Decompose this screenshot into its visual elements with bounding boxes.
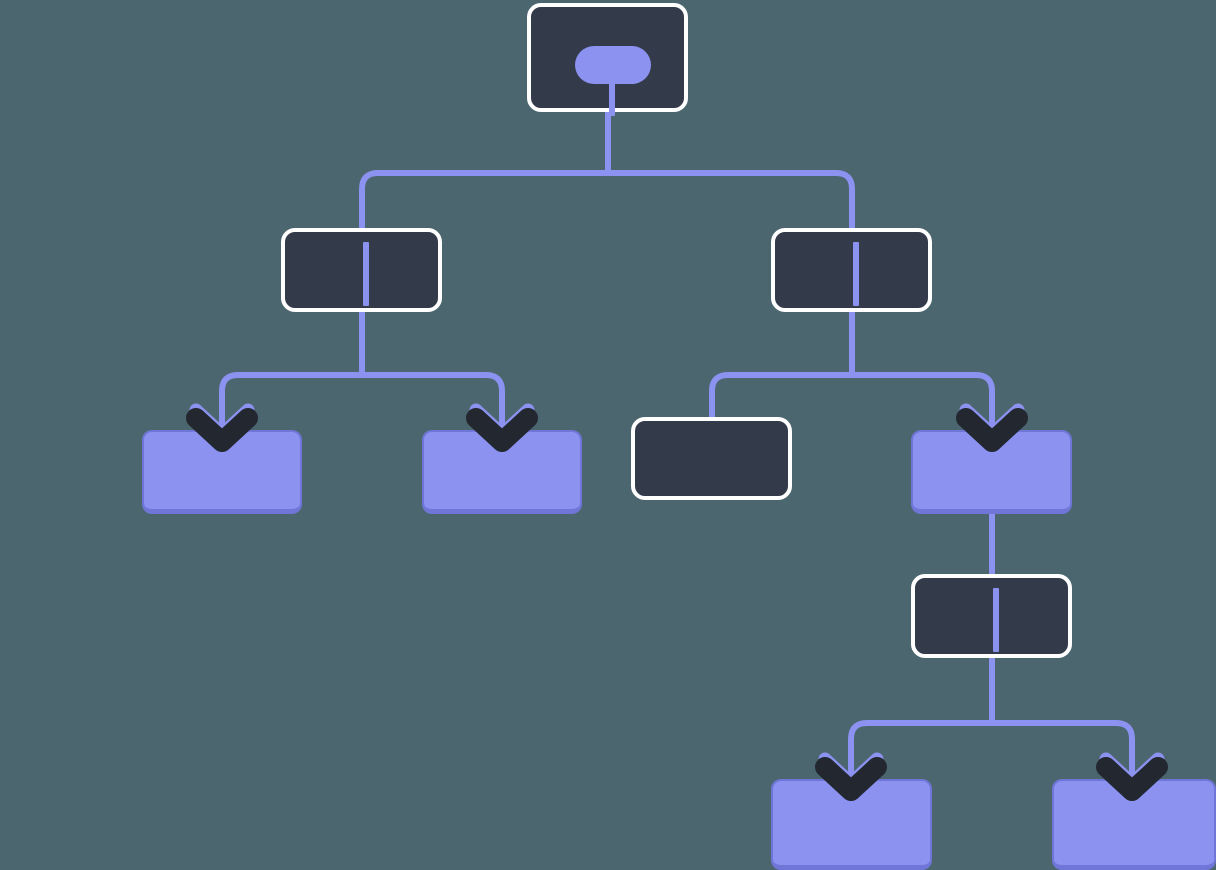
edge-l4a-to-l5b: [992, 720, 1135, 779]
node-level3-purple[interactable]: [911, 430, 1072, 514]
node-level2-right-line-decoration: [853, 242, 859, 306]
edge-l2right-to-l3d: [852, 372, 995, 430]
node-level3-empty[interactable]: [631, 417, 792, 500]
edge-l4a-to-l5a: [848, 720, 992, 779]
node-level4[interactable]: [911, 574, 1072, 658]
node-leaf-a[interactable]: [142, 430, 302, 514]
node-leaf-b[interactable]: [422, 430, 582, 514]
node-level4-line-decoration: [993, 588, 999, 652]
node-level2-left[interactable]: [281, 228, 442, 312]
root-pill-decoration: [575, 46, 651, 84]
edge-root-to-l2-right: [608, 170, 855, 228]
edge-l2left-to-l3a: [219, 372, 362, 430]
edge-l2right-to-l3c: [709, 372, 852, 417]
root-stem-decoration: [609, 78, 615, 116]
edge-l2left-to-l3b: [362, 372, 505, 430]
node-level2-left-line-decoration: [363, 242, 369, 306]
node-level2-right[interactable]: [771, 228, 932, 312]
edge-root-to-l2-left: [359, 170, 608, 228]
node-root[interactable]: [527, 3, 688, 116]
node-leaf-c[interactable]: [771, 779, 932, 870]
node-leaf-d[interactable]: [1052, 779, 1216, 870]
